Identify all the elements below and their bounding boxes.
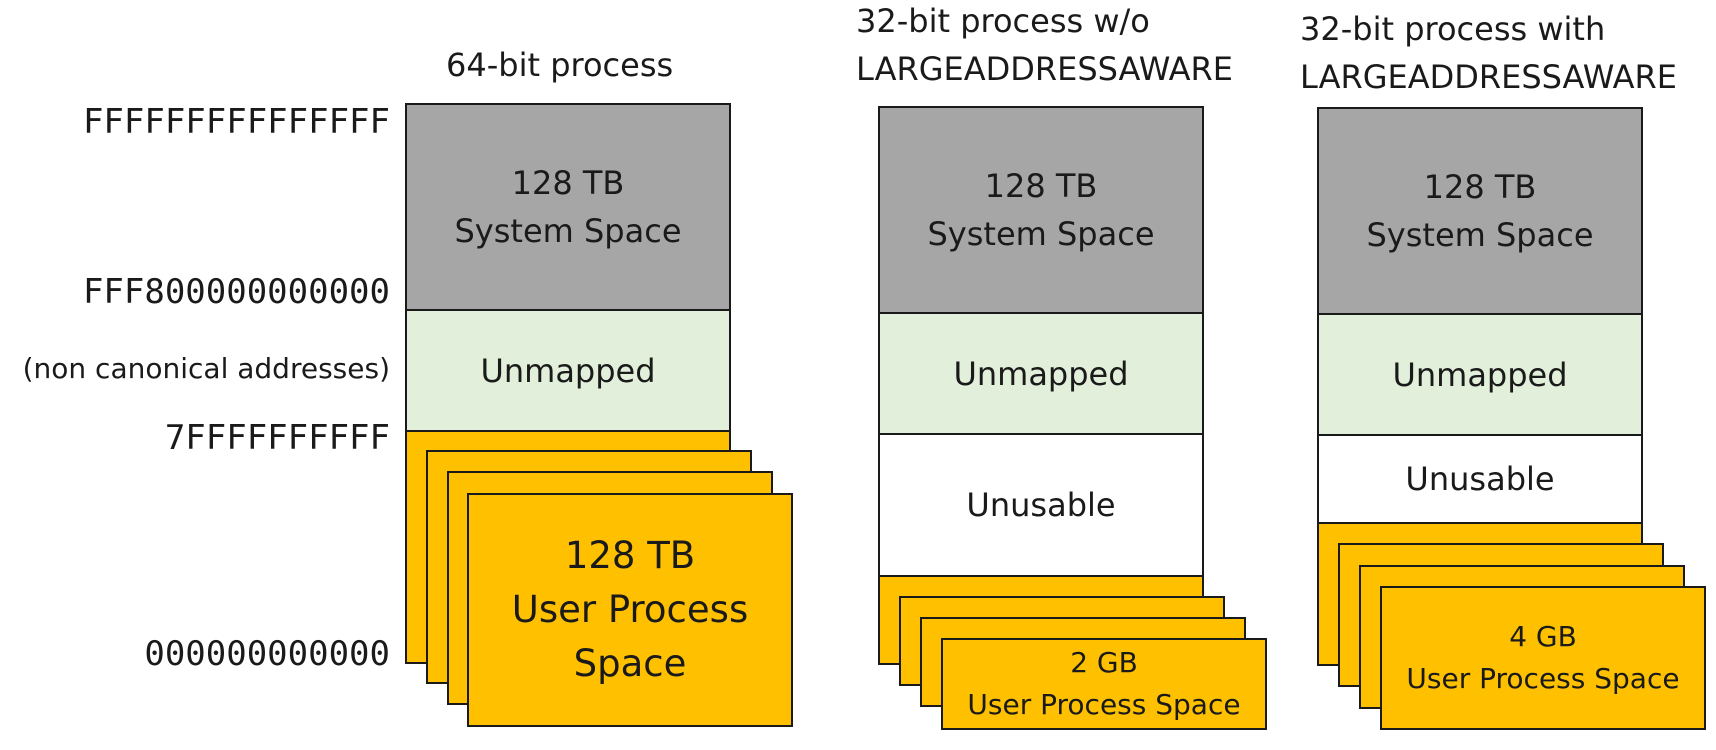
unusable-block: Unusable: [1317, 434, 1643, 524]
column-title-line1: 32-bit process w/o: [856, 2, 1150, 40]
address-label-user-top: 7FFFFFFFFFF: [164, 418, 390, 458]
unusable-block: Unusable: [878, 433, 1204, 577]
system-label: System Space: [927, 215, 1155, 253]
unusable-label: Unusable: [966, 486, 1116, 524]
user-label: User Process Space: [1406, 662, 1680, 695]
user-process-space-block: 128 TB User Process Space: [467, 493, 793, 727]
unusable-label: Unusable: [1405, 460, 1555, 498]
column-title-line2: LARGEADDRESSAWARE: [1300, 58, 1677, 96]
column-title-line1: 32-bit process with: [1300, 10, 1606, 48]
address-label-top: FFFFFFFFFFFFFFF: [82, 102, 390, 142]
address-label-system-start: FFF800000000000: [82, 272, 390, 312]
user-process-space-block: 4 GB User Process Space: [1380, 586, 1706, 730]
system-size: 128 TB: [1423, 168, 1537, 206]
unmapped-block: Unmapped: [878, 312, 1204, 435]
user-size: 4 GB: [1509, 620, 1577, 653]
system-label: System Space: [1366, 216, 1594, 254]
unmapped-label: Unmapped: [1392, 355, 1568, 394]
system-space-block: 128 TB System Space: [878, 106, 1204, 314]
system-label: System Space: [454, 212, 682, 250]
system-space-block: 128 TB System Space: [405, 103, 731, 311]
unmapped-label: Unmapped: [480, 351, 656, 390]
user-process-space-block: 2 GB User Process Space: [941, 638, 1267, 730]
system-size: 128 TB: [984, 167, 1098, 205]
column-title: 64-bit process: [446, 46, 674, 84]
address-label-bottom: 000000000000: [144, 634, 390, 674]
system-size: 128 TB: [511, 164, 625, 202]
unmapped-label: Unmapped: [953, 354, 1129, 393]
column-title-line2: LARGEADDRESSAWARE: [856, 50, 1233, 88]
system-space-block: 128 TB System Space: [1317, 107, 1643, 315]
user-size: 2 GB: [1070, 646, 1138, 679]
user-label-line1: User Process: [511, 588, 749, 631]
unmapped-block: Unmapped: [1317, 313, 1643, 436]
unmapped-block: Unmapped: [405, 309, 731, 432]
user-label-line2: Space: [573, 642, 687, 685]
user-size: 128 TB: [564, 534, 696, 577]
user-label: User Process Space: [967, 688, 1241, 721]
non-canonical-label: (non canonical addresses): [22, 352, 390, 385]
